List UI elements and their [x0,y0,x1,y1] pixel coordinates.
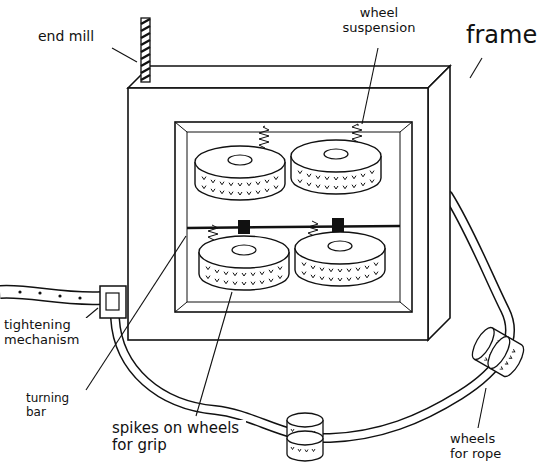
part-label: spikes on wheels for grip [110,420,246,455]
part-label: wheels for rope [448,432,518,462]
part-label: frame [464,22,542,50]
part-label: tightening mechanism [2,318,90,348]
part-label: wheel suspension [336,6,422,36]
part-label: turning bar [24,392,92,420]
part-label: end mill [36,28,120,44]
